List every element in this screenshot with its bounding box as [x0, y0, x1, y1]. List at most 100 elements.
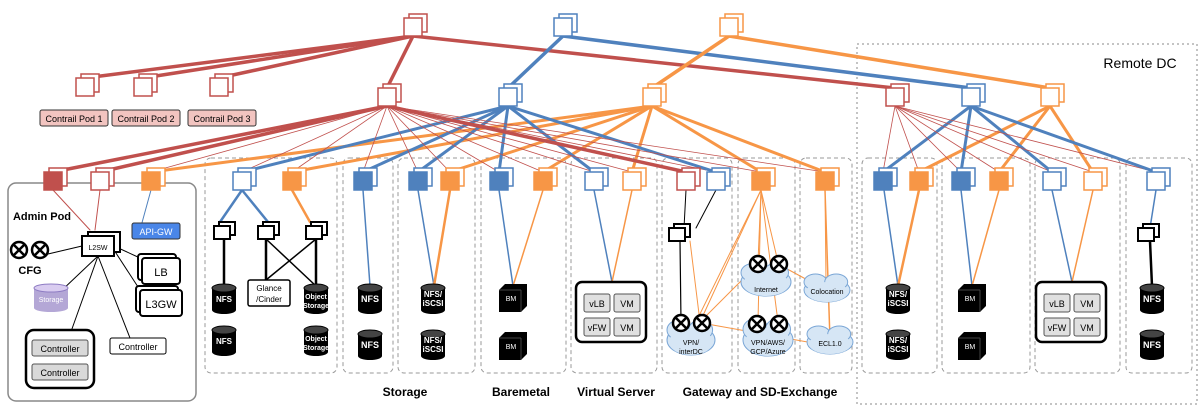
cylinder-body	[886, 334, 910, 356]
link-line	[217, 34, 415, 80]
cylinder-top	[1139, 283, 1165, 293]
vm-label: vLB	[1049, 299, 1065, 309]
gateway-switch	[668, 223, 691, 242]
contrail-pod-box	[39, 109, 109, 127]
pod-border	[661, 157, 733, 374]
object-cylinder	[303, 283, 329, 314]
remote-spine-switch-red	[885, 83, 910, 107]
object-label: Storage	[303, 303, 329, 310]
router-x	[34, 244, 46, 256]
vm-box	[1073, 293, 1101, 313]
link-line	[67, 255, 99, 341]
pod-border	[799, 157, 853, 374]
router-icon	[748, 254, 768, 274]
cylinder-body	[212, 330, 236, 352]
switch-front	[1146, 171, 1166, 191]
switch-front	[676, 171, 696, 191]
switch-front	[1042, 171, 1062, 191]
link-line	[650, 34, 731, 90]
cylinder-top	[357, 283, 383, 293]
link-line	[497, 104, 510, 174]
storage-switch	[305, 221, 328, 240]
leaf-switch	[489, 167, 514, 191]
storage-switch	[213, 221, 236, 240]
controller-box	[109, 337, 167, 355]
link-line	[362, 105, 388, 173]
link-line	[882, 105, 896, 173]
switch-front	[642, 87, 662, 107]
cylinder-top	[211, 283, 237, 293]
nfs-iscsi-label: NFS/	[424, 336, 443, 345]
switch-front	[815, 171, 835, 191]
vm-label: VM	[1080, 323, 1094, 333]
link-line	[695, 189, 762, 323]
link-line	[917, 104, 1052, 174]
remote-dc-border	[856, 43, 1198, 405]
link-line	[679, 240, 682, 323]
switch-front	[489, 171, 509, 191]
link-line	[386, 105, 544, 173]
cube-shape	[958, 332, 986, 360]
nfs-iscsi-label: iSCSI	[888, 345, 909, 354]
vm-box	[1043, 317, 1071, 337]
section-label-gateway: Gateway and SD-Exchange	[683, 385, 838, 399]
link-line	[362, 189, 371, 287]
nfs-label: NFS	[1143, 294, 1161, 304]
leaf-switch	[584, 167, 609, 191]
link-line	[113, 249, 141, 291]
link-line	[385, 34, 415, 90]
switch-front	[751, 171, 771, 191]
glance-label: /Cinder	[256, 295, 282, 304]
l2sw-label: L2SW	[88, 245, 107, 252]
router-x	[696, 317, 708, 329]
switch-front	[989, 171, 1009, 191]
link-line	[541, 104, 654, 174]
link-line	[141, 34, 415, 80]
nfs-iscsi-label: iSCSI	[423, 345, 444, 354]
vm-label: vFW	[588, 323, 607, 333]
link-line	[650, 104, 827, 174]
cylinder-top	[420, 283, 446, 293]
link-line	[386, 105, 500, 173]
leaf-switch	[90, 167, 115, 191]
switch-front	[1083, 171, 1103, 191]
leaf-switch	[1042, 167, 1067, 191]
link-line	[386, 105, 826, 173]
cylinder-bottom	[886, 352, 910, 360]
switch-front	[75, 77, 95, 97]
pod-border	[480, 157, 567, 374]
pod-border	[397, 157, 476, 374]
nfs-label: NFS	[1143, 340, 1161, 350]
nfs-iscsi-label: NFS/	[889, 290, 908, 299]
leaf-switch	[408, 167, 433, 191]
switch-front	[213, 225, 231, 240]
nfs-cylinder	[211, 325, 237, 356]
vm-box	[583, 317, 611, 337]
link-line	[824, 189, 831, 341]
link-line	[386, 105, 419, 173]
link-line	[291, 105, 388, 173]
cube-shape	[499, 332, 527, 360]
storage-switch	[257, 221, 280, 240]
nfs-iscsi-cylinder	[420, 329, 446, 360]
nfs-iscsi-label: iSCSI	[423, 299, 444, 308]
link-line	[1148, 239, 1154, 288]
lb-label: LB	[154, 267, 167, 279]
cloud-fill	[809, 334, 851, 354]
storage-top	[33, 283, 69, 293]
vm-box	[613, 317, 641, 337]
link-line	[386, 105, 451, 173]
nfs-iscsi-cylinder	[885, 329, 911, 360]
leaf-switch	[622, 167, 647, 191]
cylinder-body	[1140, 288, 1164, 310]
link-line	[1051, 189, 1073, 283]
nfs-cylinder	[357, 329, 383, 360]
remote-spine-switch-blue	[961, 83, 986, 107]
cloud-fill	[806, 282, 848, 302]
cylinder-bottom	[212, 306, 236, 314]
link-line	[385, 104, 688, 174]
nfs-iscsi-label: NFS/	[889, 336, 908, 345]
link-line	[894, 105, 1053, 173]
link-line	[506, 34, 565, 90]
link-line	[411, 34, 897, 90]
